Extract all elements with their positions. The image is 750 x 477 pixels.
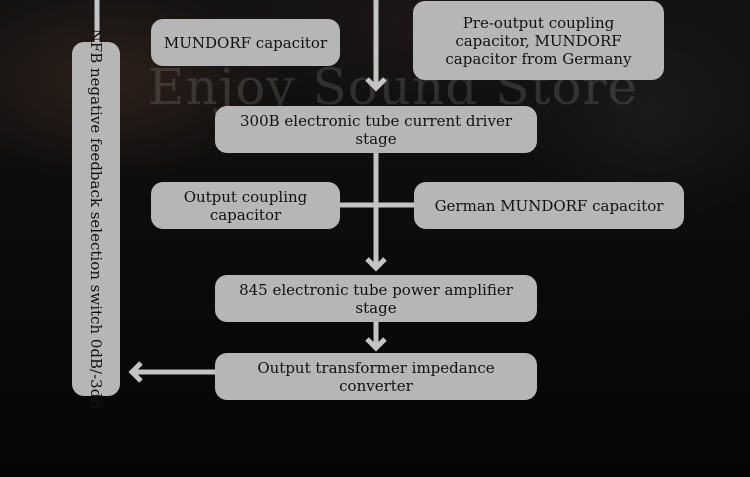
pre-output-coupling-capacitor-node: Pre-output coupling capacitor, MUNDORF c… xyxy=(413,1,664,80)
mundorf-capacitor-node: MUNDORF capacitor xyxy=(151,19,340,66)
arrow-into-driver xyxy=(365,77,387,92)
power-amplifier-stage-node: 845 electronic tube power amplifier stag… xyxy=(215,275,537,322)
nfb-switch-label: NFB negative feedback selection switch 0… xyxy=(87,28,105,410)
output-transformer-node: Output transformer impedance converter xyxy=(215,353,537,400)
arrow-into-transformer xyxy=(365,337,387,352)
output-coupling-capacitor-node: Output coupling capacitor xyxy=(151,182,340,229)
arrow-into-nfb xyxy=(128,361,143,383)
german-mundorf-capacitor-node: German MUNDORF capacitor xyxy=(414,182,684,229)
driver-stage-node: 300B electronic tube current driver stag… xyxy=(215,106,537,153)
arrow-into-power-amp xyxy=(365,257,387,272)
nfb-switch-node xyxy=(72,42,120,396)
